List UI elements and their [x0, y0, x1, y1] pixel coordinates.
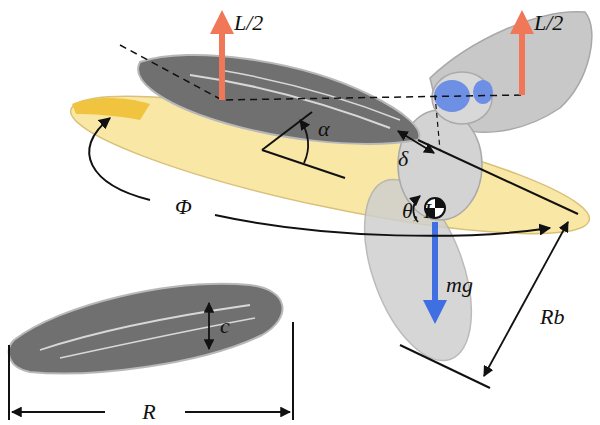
length-label: Rb: [540, 306, 564, 328]
inertia-label: θ, I: [402, 200, 431, 222]
offset-label: δ: [398, 148, 408, 170]
lift-label: L/2: [534, 12, 563, 34]
stroke-label: Φ: [175, 196, 192, 218]
angle-label: α: [318, 118, 330, 140]
weight-label: mg: [446, 274, 473, 296]
lift-label: L/2: [234, 12, 263, 34]
chord-label: c: [220, 315, 230, 337]
span-label: R: [139, 401, 158, 423]
